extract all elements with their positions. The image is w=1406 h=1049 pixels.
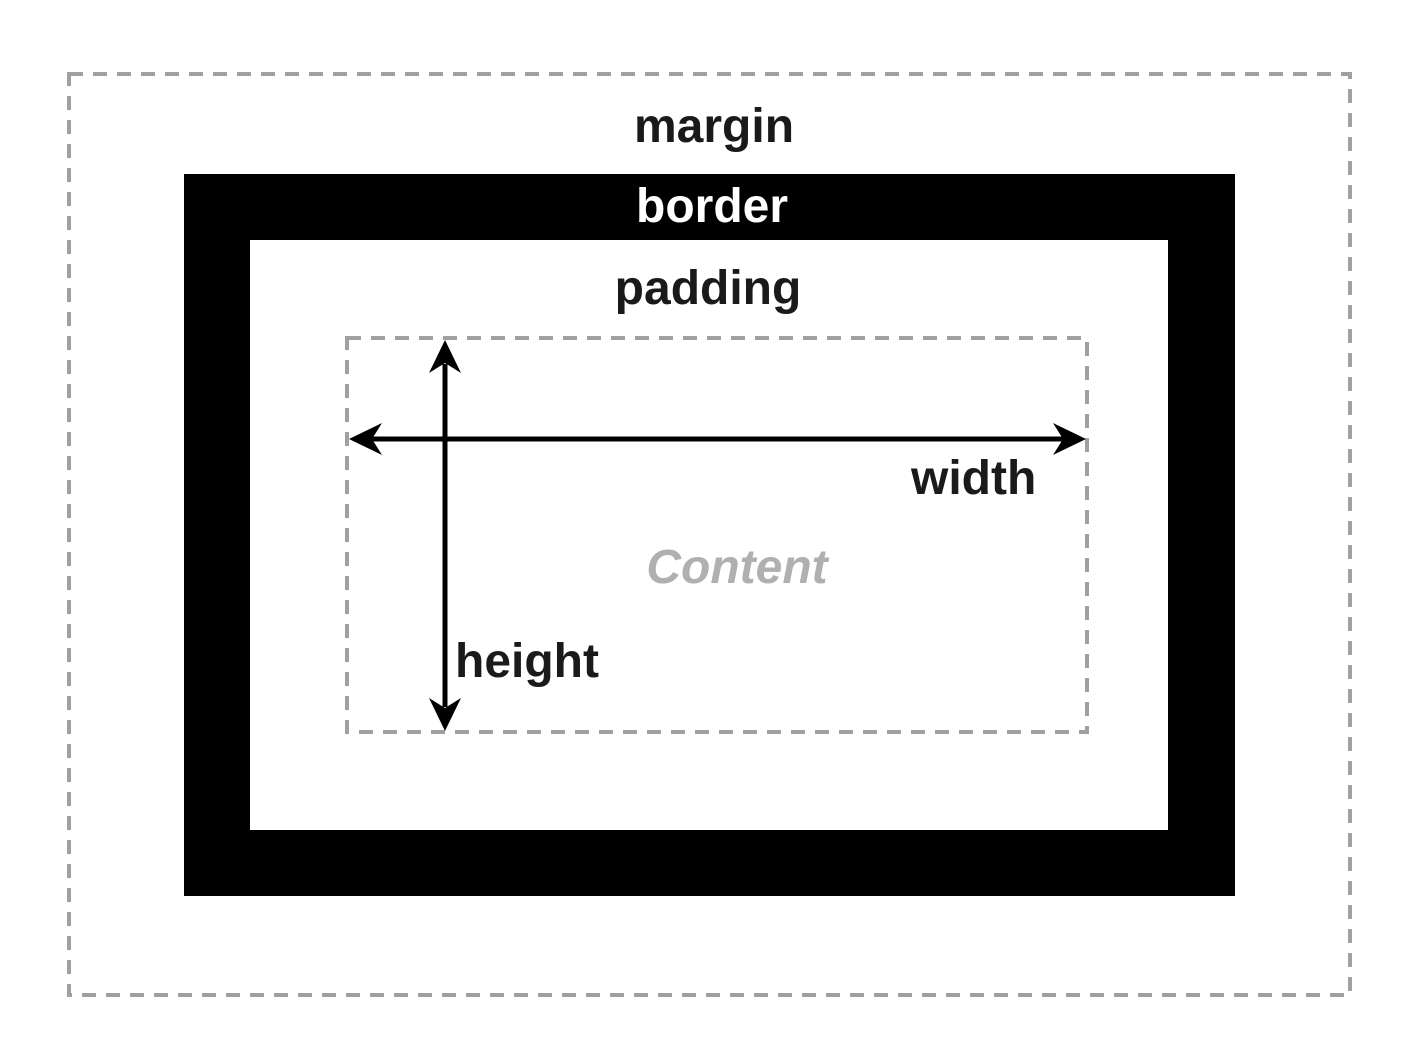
width-arrow-left-head: [349, 423, 382, 455]
height-label: height: [455, 635, 599, 688]
height-arrow-bottom-head: [429, 698, 461, 731]
margin-box: [67, 72, 1352, 997]
height-arrow: [429, 340, 461, 731]
width-arrow-right-head: [1053, 423, 1086, 455]
padding-label: padding: [614, 262, 802, 315]
content-box: [345, 336, 1089, 734]
height-arrow-top-head: [429, 340, 461, 373]
width-arrow: [349, 423, 1086, 455]
width-label: width: [911, 452, 1037, 505]
padding-box: [250, 240, 1168, 830]
border-label: border: [635, 180, 789, 233]
margin-label: margin: [633, 100, 795, 153]
content-label: Content: [646, 541, 828, 594]
